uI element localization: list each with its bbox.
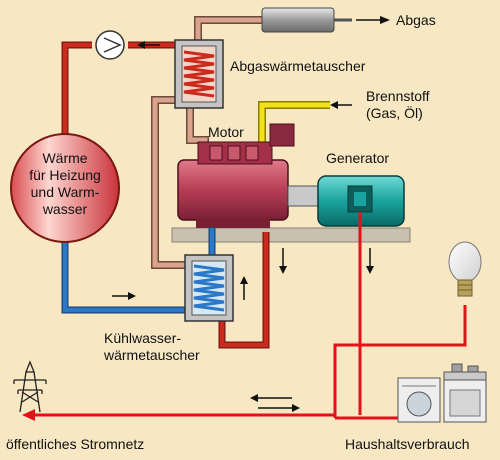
circulation-pump <box>95 30 125 60</box>
label-kuehlwasser-1: Kühlwasser- <box>104 330 182 346</box>
engine-turbo <box>269 123 295 147</box>
flow-arrow-bottom-head <box>128 292 136 300</box>
grid-flow-right-head <box>292 404 300 412</box>
label-kuehlwasser-2: wärmetauscher <box>104 347 200 363</box>
label-waerme-2: für Heizung <box>29 167 101 183</box>
household-line <box>333 305 467 418</box>
exhaust-silencer <box>261 7 335 33</box>
heat-storage-tank <box>10 133 120 243</box>
pump-symbol <box>103 37 122 53</box>
engine-cylinder-1 <box>209 145 223 161</box>
hot-pipe-outline-b <box>61 41 92 135</box>
grid-arrow-head <box>22 409 35 421</box>
exhaust-hx-coil <box>183 50 215 98</box>
generator-terminal <box>354 192 366 206</box>
engine-sump <box>196 218 270 228</box>
lamp-socket <box>457 279 473 297</box>
label-abgaswaermetauscher: Abgaswärmetauscher <box>230 58 366 74</box>
stove-top <box>443 371 487 381</box>
power-pylon-icon <box>13 360 47 413</box>
label-generator: Generator <box>326 150 390 166</box>
label-waerme-4: wasser <box>42 201 88 217</box>
flow-arrow-down-b-head <box>366 266 374 274</box>
engine-coupling <box>287 185 319 207</box>
lamp-bulb <box>448 241 482 283</box>
label-waerme-3: und Warm- <box>30 184 100 200</box>
cold-pipe <box>62 242 185 313</box>
hot-pipe-b <box>62 42 92 135</box>
stove-pot <box>451 363 463 373</box>
coolant-hot-pipe <box>219 232 269 348</box>
exhaust-pipe <box>195 17 262 48</box>
engine-block <box>177 159 289 221</box>
machine-base-plate <box>171 227 411 243</box>
cold-pipe-outline <box>61 242 185 314</box>
stove-oven-door <box>449 389 481 417</box>
flow-arrow-up-head <box>240 276 248 284</box>
fuel-arrow-head <box>330 101 338 109</box>
washing-machine-door <box>406 391 432 417</box>
label-motor: Motor <box>208 124 244 140</box>
label-abgas: Abgas <box>396 12 436 28</box>
engine-cylinder-2 <box>227 145 241 161</box>
link-pipe <box>152 97 185 268</box>
label-waerme-1: Wärme <box>42 150 88 166</box>
grid-flow-left-head <box>250 394 258 402</box>
flow-arrow-down-a-head <box>279 266 287 274</box>
label-brennstoff-sub: (Gas, Öl) <box>366 105 423 121</box>
stove-pan <box>467 365 479 373</box>
label-haushalt: Haushaltsverbrauch <box>345 436 470 452</box>
label-brennstoff: Brennstoff <box>366 88 430 104</box>
label-stromnetz: öffentliches Stromnetz <box>6 436 145 452</box>
fuel-pipe <box>259 102 330 150</box>
flow-arrow-top-head <box>137 41 145 49</box>
coolant-hx-coil <box>193 264 225 312</box>
engine-cylinder-3 <box>245 145 259 161</box>
exhaust-arrow-head <box>380 16 390 24</box>
